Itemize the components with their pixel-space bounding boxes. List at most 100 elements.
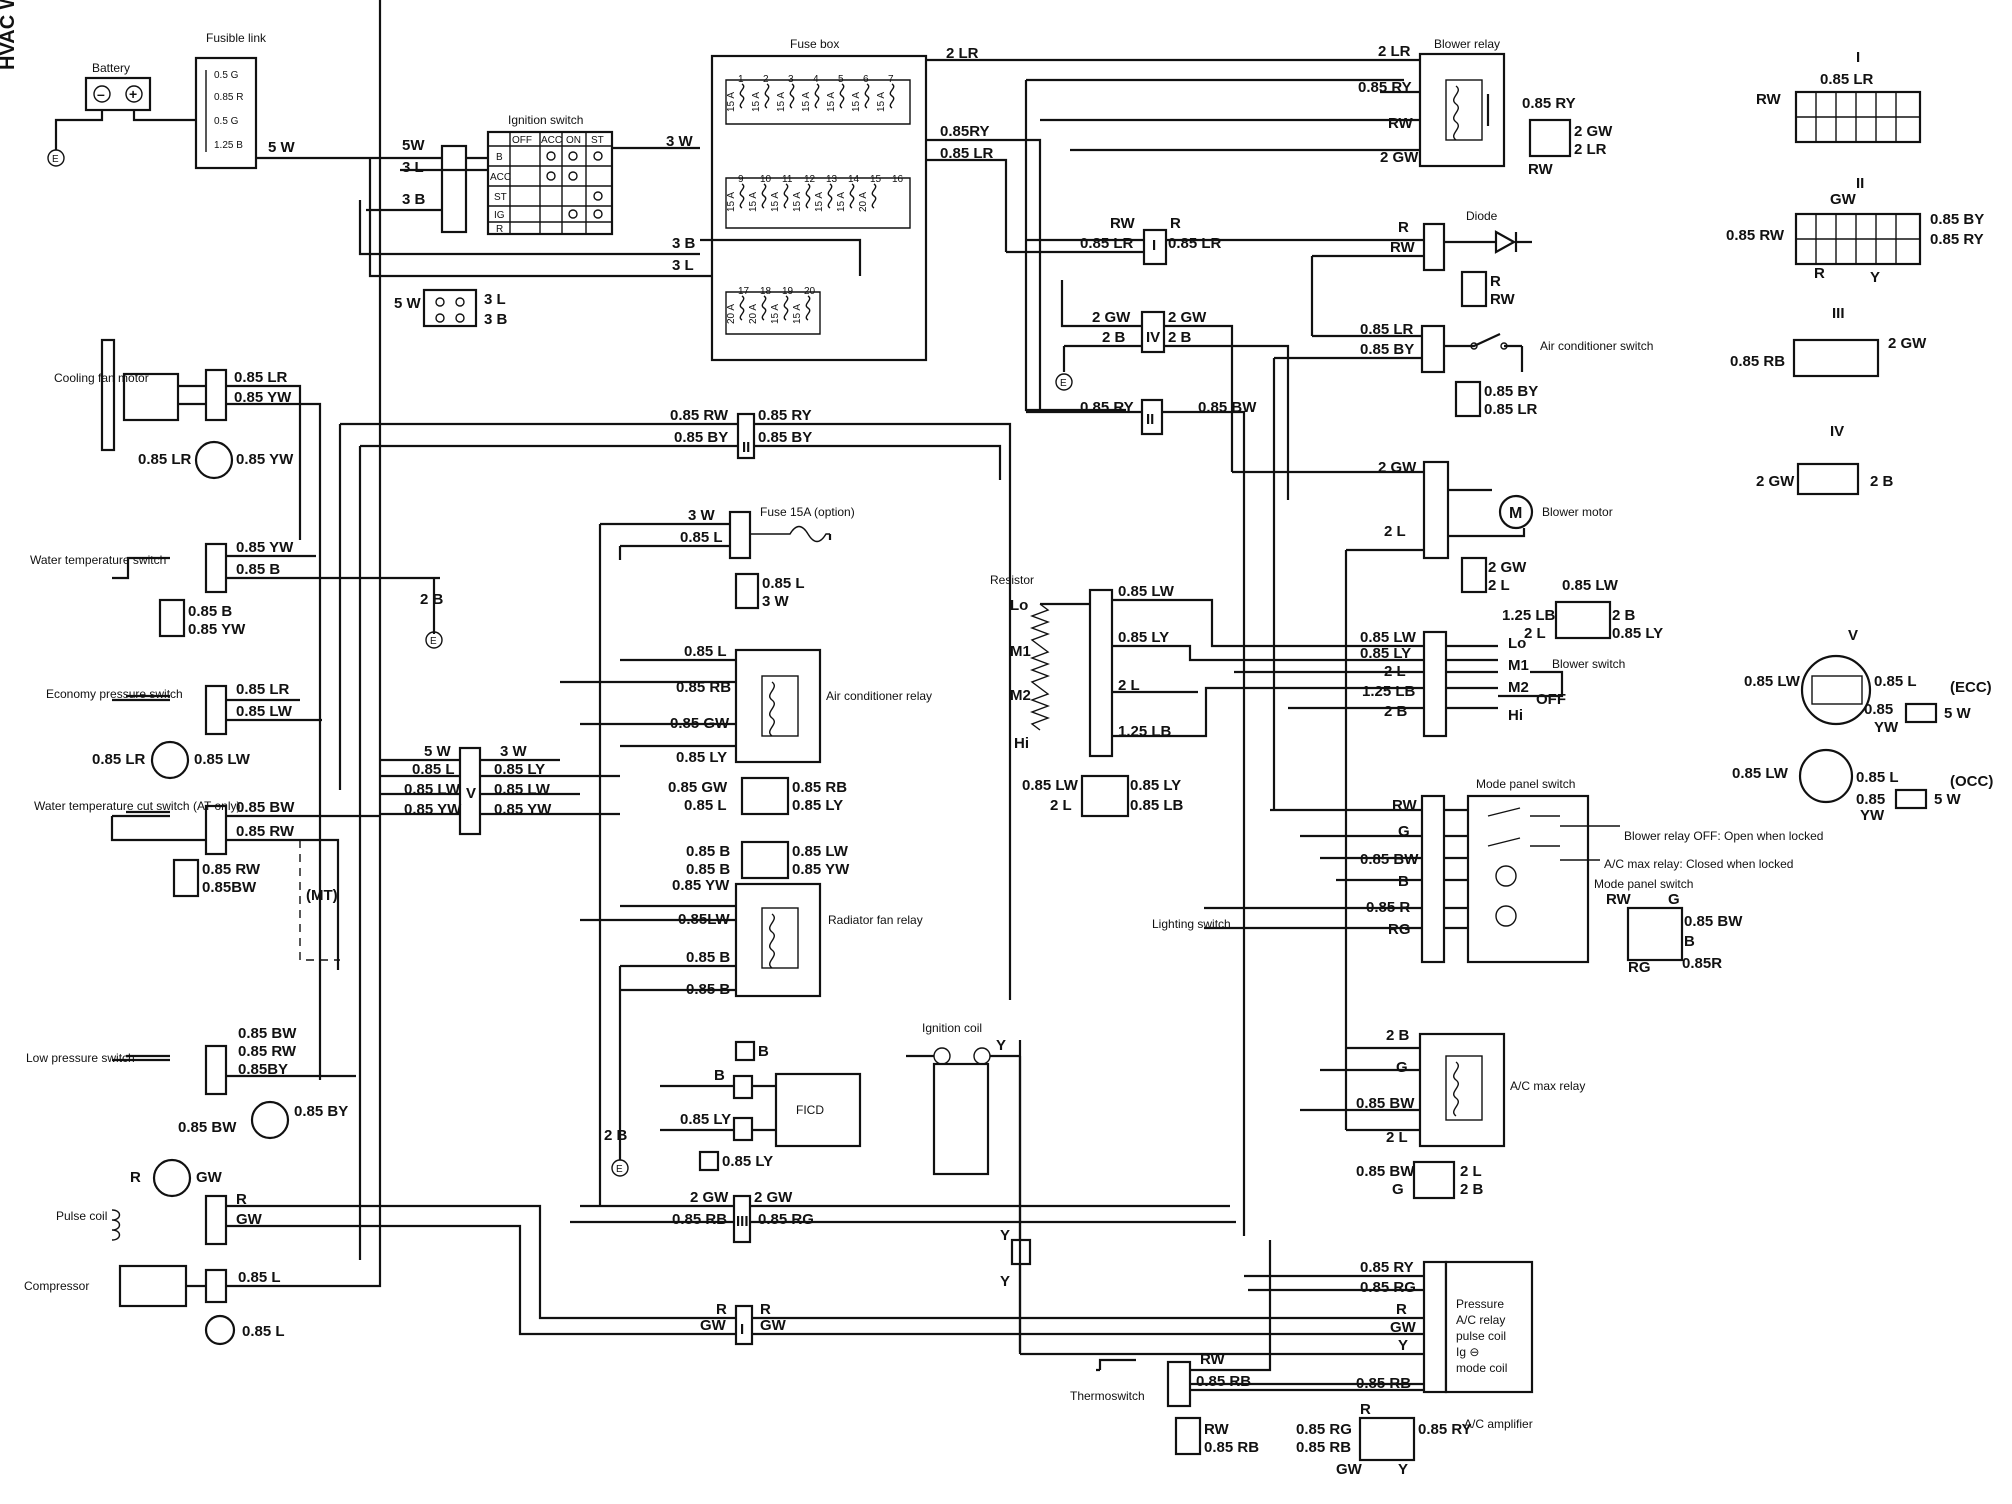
wire-2b-a: 2 B <box>1102 329 1126 346</box>
svg-text:B: B <box>758 1043 769 1060</box>
fuse-number: 19 <box>782 286 794 297</box>
svg-text:2 L: 2 L <box>1488 577 1510 594</box>
water-temp-cut-switch-label: Water temperature cut switch (AT only) <box>34 799 241 813</box>
diode: Diode <box>1440 209 1532 254</box>
wire-rw: RW <box>1388 115 1414 132</box>
wire-085lr-r: 0.85 LR <box>1168 235 1222 252</box>
cp-l: 0.85 L <box>238 1269 281 1286</box>
fuse-number: 7 <box>888 74 894 85</box>
diode-label: Diode <box>1466 209 1498 223</box>
bs-2l: 2 L <box>1384 663 1406 680</box>
svg-text:0.85 RY: 0.85 RY <box>1522 95 1576 112</box>
fuse-element <box>764 83 770 109</box>
wire-3w: 3 W <box>666 133 694 150</box>
fuse-rating: 15 A <box>748 192 759 212</box>
fuse-element <box>739 83 745 109</box>
ignition-col: ACC <box>541 135 562 146</box>
bs-ly: 0.85 LY <box>1360 645 1411 662</box>
wire-085by-ac: 0.85 BY <box>1360 341 1414 358</box>
fuse-element <box>783 295 789 321</box>
wire-5w: 5 W <box>268 139 296 156</box>
svg-text:IV: IV <box>1146 329 1160 346</box>
fuse-rating: 20 A <box>858 192 869 212</box>
fuse-rating: 15 A <box>801 92 812 112</box>
rf-lw: 0.85LW <box>678 911 731 928</box>
svg-text:0.85 LY: 0.85 LY <box>722 1153 773 1170</box>
wire-3l: 3 L <box>402 159 424 176</box>
fuse-rating: 15 A <box>770 192 781 212</box>
fusible-link-value: 0.5 G <box>214 70 239 81</box>
ac-relay-connector: 0.85 GW0.85 L 0.85 RB0.85 LY <box>668 776 847 816</box>
resistor-label: Resistor <box>990 573 1034 587</box>
ac-max-relay: A/C max relay <box>1418 1032 1585 1148</box>
fuse-element <box>761 295 767 321</box>
svg-text:R: R <box>1490 273 1501 290</box>
ac-l: 0.85 L <box>684 643 727 660</box>
note-blower-relay-off: Blower relay OFF: Open when locked <box>1624 829 1823 843</box>
wire-2b-b: 2 B <box>1168 329 1192 346</box>
svg-text:0.85 LY: 0.85 LY <box>1612 625 1663 642</box>
svg-text:RW: RW <box>1756 91 1782 108</box>
blower-switch-connector: 0.85 LW 1.25 LB2 L 2 B0.85 LY <box>1502 577 1663 642</box>
v-yw2: 0.85 YW <box>494 801 552 818</box>
svg-text:0.85 LW: 0.85 LW <box>1562 577 1619 594</box>
svg-text:0.85 L: 0.85 L <box>242 1323 285 1340</box>
low-pressure-switch-label: Low pressure switch <box>26 1051 135 1065</box>
fuse-element <box>805 295 811 321</box>
ap-y: Y <box>1398 1337 1408 1354</box>
fuse-number: 15 <box>870 174 882 185</box>
svg-text:GW: GW <box>1336 1461 1363 1478</box>
svg-text:0.85 RB: 0.85 RB <box>792 779 847 796</box>
fuse-number: 2 <box>763 74 769 85</box>
pulse-coil-label: Pulse coil <box>56 1209 107 1223</box>
ii-ry: 0.85 RY <box>758 407 812 424</box>
fuse-rating: 20 A <box>748 304 759 324</box>
svg-text:II: II <box>742 439 750 456</box>
fuse-element <box>739 295 745 321</box>
blower-switch-pos: M2 <box>1508 679 1529 696</box>
i-gw: GW <box>700 1317 727 1334</box>
cf-yw: 0.85 YW <box>234 389 292 406</box>
pc-r: R <box>236 1191 247 1208</box>
fuse-option-connector: 0.85 L3 W <box>734 572 805 610</box>
fuse-rating: 15 A <box>726 192 737 212</box>
side-title: HVAC WIRING <box>0 0 19 70</box>
svg-text:2 B: 2 B <box>1870 473 1894 490</box>
mp-rw: RW <box>1392 797 1418 814</box>
svg-text:0.85 LR: 0.85 LR <box>138 451 192 468</box>
wire-2lr-b: 2 LR <box>1378 43 1411 60</box>
svg-text:0.85: 0.85 <box>1864 701 1893 718</box>
fi-b: B <box>714 1067 725 1084</box>
svg-text:2 B: 2 B <box>1612 607 1636 624</box>
ignition-row: ACC <box>490 172 511 183</box>
wire-r: R <box>1398 219 1409 236</box>
svg-text:M: M <box>1509 505 1522 522</box>
rs-2l: 2 L <box>1118 677 1140 694</box>
svg-text:0.85: 0.85 <box>1856 791 1885 808</box>
fuse-15a-option: Fuse 15A (option) <box>728 505 855 560</box>
fuse-rating: 15 A <box>836 192 847 212</box>
ignition-row: IG <box>494 210 505 221</box>
svg-text:5 W: 5 W <box>394 295 422 312</box>
lp-by: 0.85BY <box>238 1061 288 1078</box>
svg-text:0.85 BY: 0.85 BY <box>294 1103 348 1120</box>
mp-g: G <box>1398 823 1410 840</box>
wire-2lr: 2 LR <box>946 45 979 62</box>
svg-text:0.85 LR: 0.85 LR <box>1820 71 1874 88</box>
svg-text:R: R <box>1360 1401 1371 1418</box>
connector-title: IV <box>1830 423 1844 440</box>
svg-text:Y: Y <box>1398 1461 1408 1478</box>
svg-text:0.85 LW: 0.85 LW <box>194 751 251 768</box>
lighting-switch: Lighting switch <box>1152 906 1360 931</box>
v-ly: 0.85 LY <box>494 761 545 778</box>
ignition-col: ON <box>566 135 581 146</box>
svg-text:GW: GW <box>196 1169 223 1186</box>
svg-text:E: E <box>616 1164 623 1175</box>
mp-bw: 0.85 BW <box>1360 851 1419 868</box>
fuse-rating: 15 A <box>776 92 787 112</box>
svg-text:0.85 LR: 0.85 LR <box>1484 401 1538 418</box>
fuse-number: 3 <box>788 74 794 85</box>
resistor-tap: M2 <box>1010 687 1031 704</box>
